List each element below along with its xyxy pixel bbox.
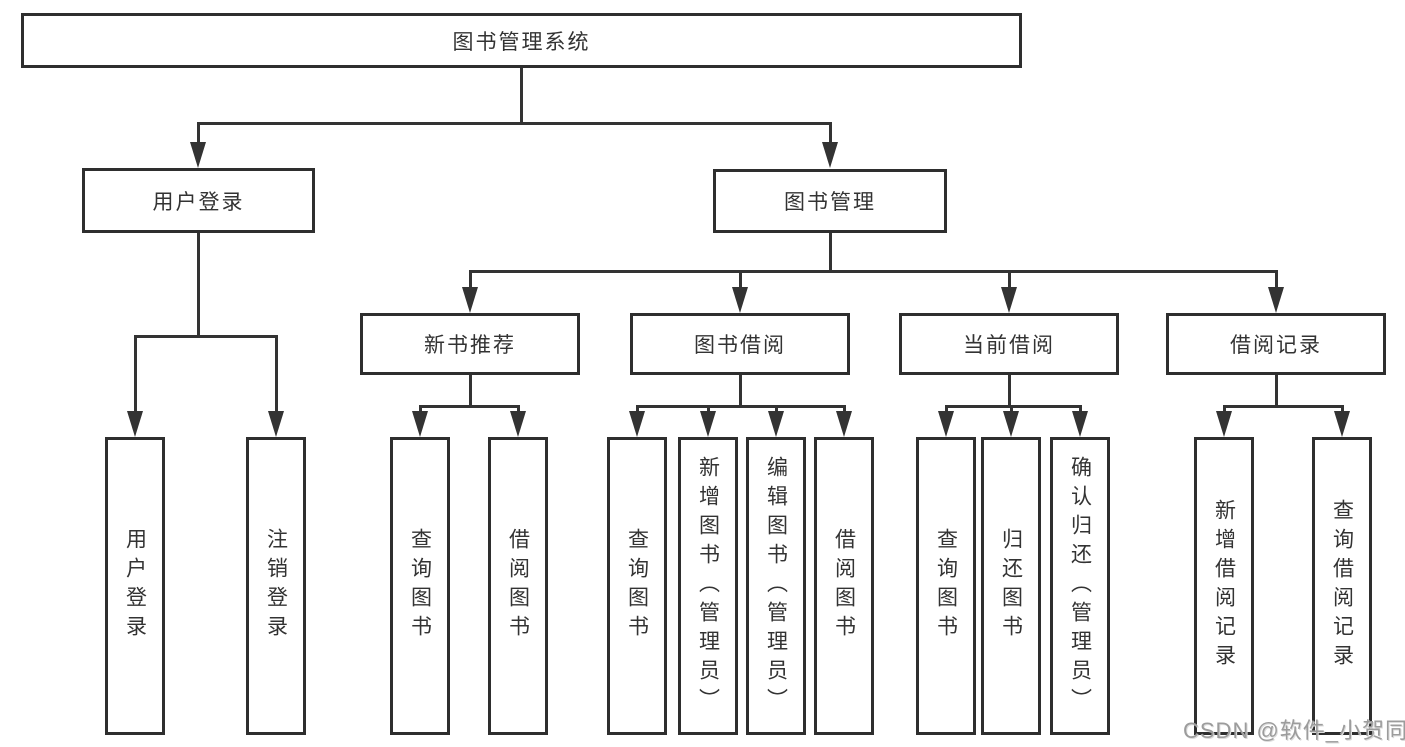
connector-line <box>1009 405 1013 412</box>
arrowhead-down <box>768 411 784 437</box>
arrowhead-down <box>629 411 645 437</box>
connector-line <box>828 122 832 143</box>
connector-line <box>468 270 472 288</box>
connector-line <box>196 233 200 335</box>
connector-line <box>635 405 846 408</box>
node-borrowing-records: 借阅记录 <box>1166 313 1386 375</box>
connector-line <box>774 405 778 412</box>
connector-line <box>706 405 710 412</box>
node-book-borrowing: 图书借阅 <box>630 313 850 375</box>
connector-line <box>944 405 948 412</box>
arrowhead-down <box>1216 411 1232 437</box>
connector-line <box>133 335 137 412</box>
arrowhead-down <box>700 411 716 437</box>
connector-line <box>196 122 832 125</box>
arrowhead-down <box>1268 287 1284 313</box>
connector-line <box>1007 375 1011 405</box>
arrowhead-down <box>1334 411 1350 437</box>
leaf-add-books-admin: 新增图书（管理员） <box>678 437 738 735</box>
arrowhead-down <box>127 411 143 437</box>
arrowhead-down <box>1001 287 1017 313</box>
leaf-confirm-return-admin: 确认归还（管理员） <box>1050 437 1110 735</box>
node-new-book-recommend: 新书推荐 <box>360 313 580 375</box>
leaf-query-books-current: 查询图书 <box>916 437 976 735</box>
connector-line <box>738 375 742 405</box>
connector-line <box>133 335 278 338</box>
connector-line <box>1222 405 1226 412</box>
connector-line <box>468 270 1278 273</box>
connector-line <box>274 335 278 412</box>
node-user-login: 用户登录 <box>82 168 315 233</box>
leaf-query-books-borrowing: 查询图书 <box>607 437 667 735</box>
leaf-user-login: 用户登录 <box>105 437 165 735</box>
connector-line <box>1340 405 1344 412</box>
arrowhead-down <box>836 411 852 437</box>
leaf-borrow-books: 借阅图书 <box>814 437 874 735</box>
arrowhead-down <box>938 411 954 437</box>
leaf-logout: 注销登录 <box>246 437 306 735</box>
arrowhead-down <box>462 287 478 313</box>
connector-line <box>635 405 639 412</box>
connector-line <box>196 122 200 143</box>
arrowhead-down <box>412 411 428 437</box>
leaf-borrow-books-recommend: 借阅图书 <box>488 437 548 735</box>
connector-line <box>1078 405 1082 412</box>
node-library-management-system: 图书管理系统 <box>21 13 1022 68</box>
connector-line <box>1007 270 1011 288</box>
connector-line <box>842 405 846 412</box>
connector-line <box>418 405 520 408</box>
connector-line <box>516 405 520 412</box>
arrowhead-down <box>822 142 838 168</box>
connector-line <box>1222 405 1344 408</box>
leaf-return-books: 归还图书 <box>981 437 1041 735</box>
connector-line <box>519 68 523 122</box>
csdn-watermark: CSDN @软件_小贺同学 <box>1183 718 1405 743</box>
leaf-query-books-recommend: 查询图书 <box>390 437 450 735</box>
arrowhead-down <box>510 411 526 437</box>
arrowhead-down <box>732 287 748 313</box>
connector-line <box>418 405 422 412</box>
connector-line <box>738 270 742 288</box>
leaf-add-borrow-record: 新增借阅记录 <box>1194 437 1254 735</box>
node-book-management: 图书管理 <box>713 169 947 233</box>
arrowhead-down <box>268 411 284 437</box>
connector-line <box>1274 270 1278 288</box>
arrowhead-down <box>1072 411 1088 437</box>
connector-line <box>468 375 472 405</box>
arrowhead-down <box>190 142 206 168</box>
leaf-query-borrow-record: 查询借阅记录 <box>1312 437 1372 735</box>
arrowhead-down <box>1003 411 1019 437</box>
node-current-borrowing: 当前借阅 <box>899 313 1119 375</box>
connector-line <box>828 233 832 270</box>
leaf-edit-books-admin: 编辑图书（管理员） <box>746 437 806 735</box>
connector-line <box>1274 375 1278 405</box>
connector-line <box>944 405 1082 408</box>
